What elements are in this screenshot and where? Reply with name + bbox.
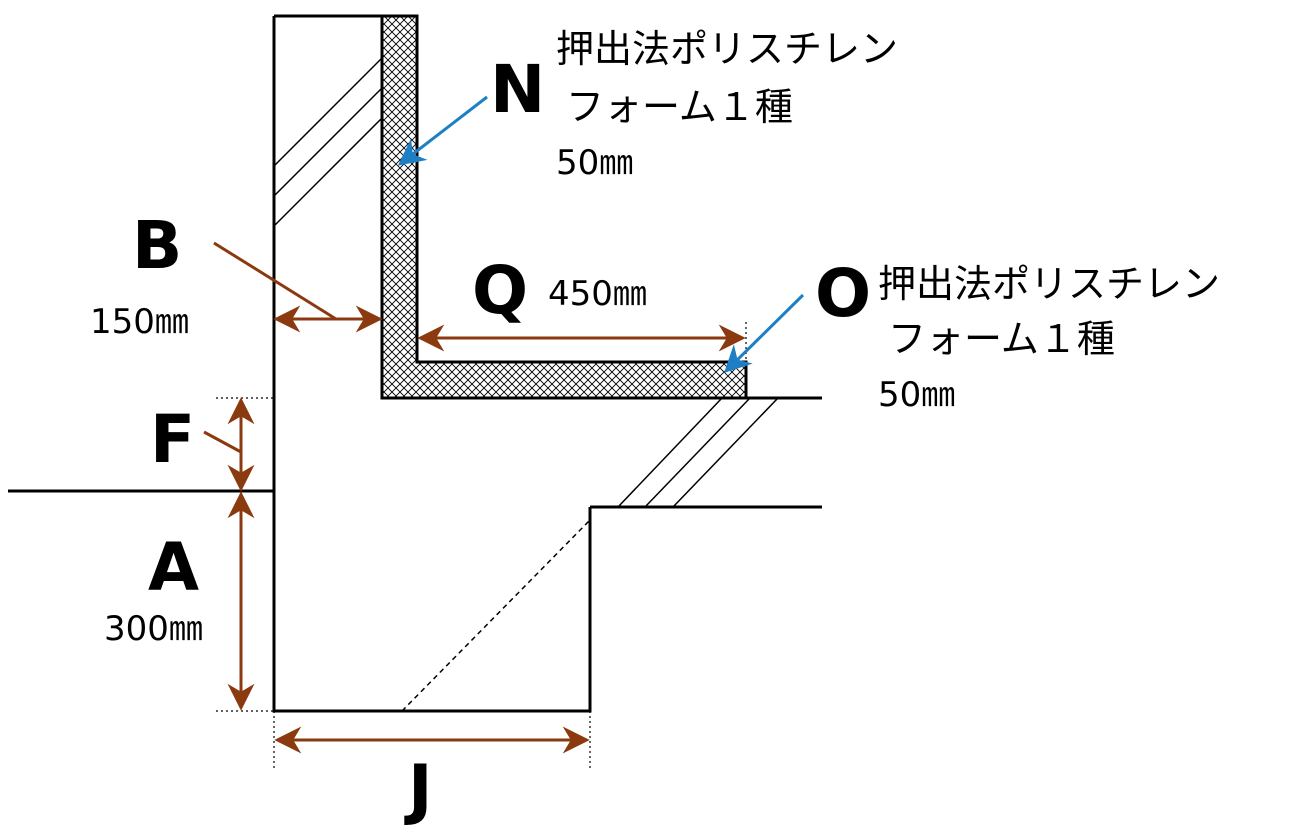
label-q: Q bbox=[472, 252, 528, 329]
leader-arrow-o bbox=[724, 293, 805, 373]
insulation-n-thickness: 50㎜ bbox=[556, 143, 633, 183]
value-q: 450㎜ bbox=[548, 274, 647, 314]
insulation-o-thickness: 50㎜ bbox=[878, 375, 955, 415]
label-b: B bbox=[132, 207, 182, 284]
wall-hatch bbox=[273, 57, 383, 227]
label-f: F bbox=[150, 401, 195, 478]
insulation-n-line1: 押出法ポリスチレン bbox=[556, 27, 898, 71]
dimension-f bbox=[203, 397, 255, 492]
leader-arrow-n bbox=[397, 95, 488, 166]
value-a: 300㎜ bbox=[104, 609, 203, 649]
label-j: J bbox=[404, 751, 433, 828]
slab-hatch bbox=[617, 397, 779, 508]
dimension-b bbox=[213, 241, 383, 333]
insulation-o-line2: フォーム１種 bbox=[888, 317, 1115, 361]
dashed-guide-line bbox=[401, 519, 591, 712]
label-o: O bbox=[815, 255, 871, 332]
insulation-o-line1: 押出法ポリスチレン bbox=[878, 262, 1220, 306]
insulation-board-n-o bbox=[380, 14, 748, 400]
extension-lines bbox=[216, 322, 747, 768]
insulation-n-line2: フォーム１種 bbox=[566, 85, 793, 129]
value-b: 150㎜ bbox=[90, 302, 189, 342]
label-a: A bbox=[148, 529, 199, 606]
label-n: N bbox=[490, 51, 545, 128]
